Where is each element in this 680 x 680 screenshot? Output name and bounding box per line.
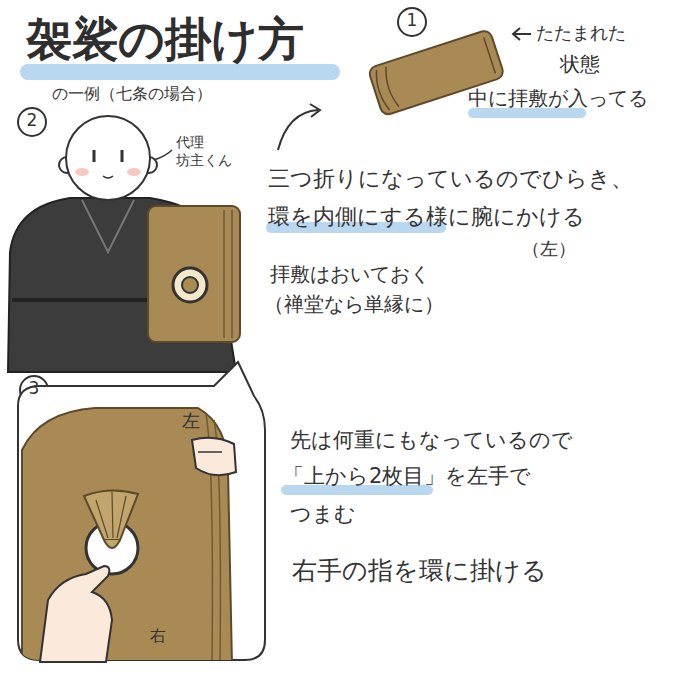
step-text: 環を内側にする様に腕にかける xyxy=(268,204,585,230)
note: たたまれた xyxy=(536,22,626,44)
callout-number: 1 xyxy=(398,10,426,30)
callout-number: 2 xyxy=(18,110,46,130)
note: 中に拝敷が入ってる xyxy=(468,86,648,110)
step-text: つまむ xyxy=(290,502,356,527)
closeup-panel xyxy=(18,362,265,665)
step-text: 右手の指を環に掛ける xyxy=(292,556,547,586)
step-text: （禅堂なら単縁に） xyxy=(264,292,444,316)
figure-label: 代理 xyxy=(176,134,204,151)
note: 状態 xyxy=(560,52,600,76)
monk-figure xyxy=(8,116,240,372)
title: 袈裟の掛け方 xyxy=(26,12,304,67)
step-text: 「上から2枚目」を左手で xyxy=(283,464,531,489)
hand-label: 左 xyxy=(182,410,200,432)
step-text: 拝敷はおいておく xyxy=(270,262,430,286)
callout-number: 3 xyxy=(20,378,48,398)
step-text: 先は何重にもなっているので xyxy=(290,428,573,453)
subtitle: の一例（七条の場合） xyxy=(52,84,212,103)
figure-label: 坊主くん xyxy=(176,152,232,169)
step-text: 三つ折りになっているのでひらき、 xyxy=(268,166,633,192)
hand-label: 右 xyxy=(150,626,166,645)
step-text: （左） xyxy=(522,238,576,260)
